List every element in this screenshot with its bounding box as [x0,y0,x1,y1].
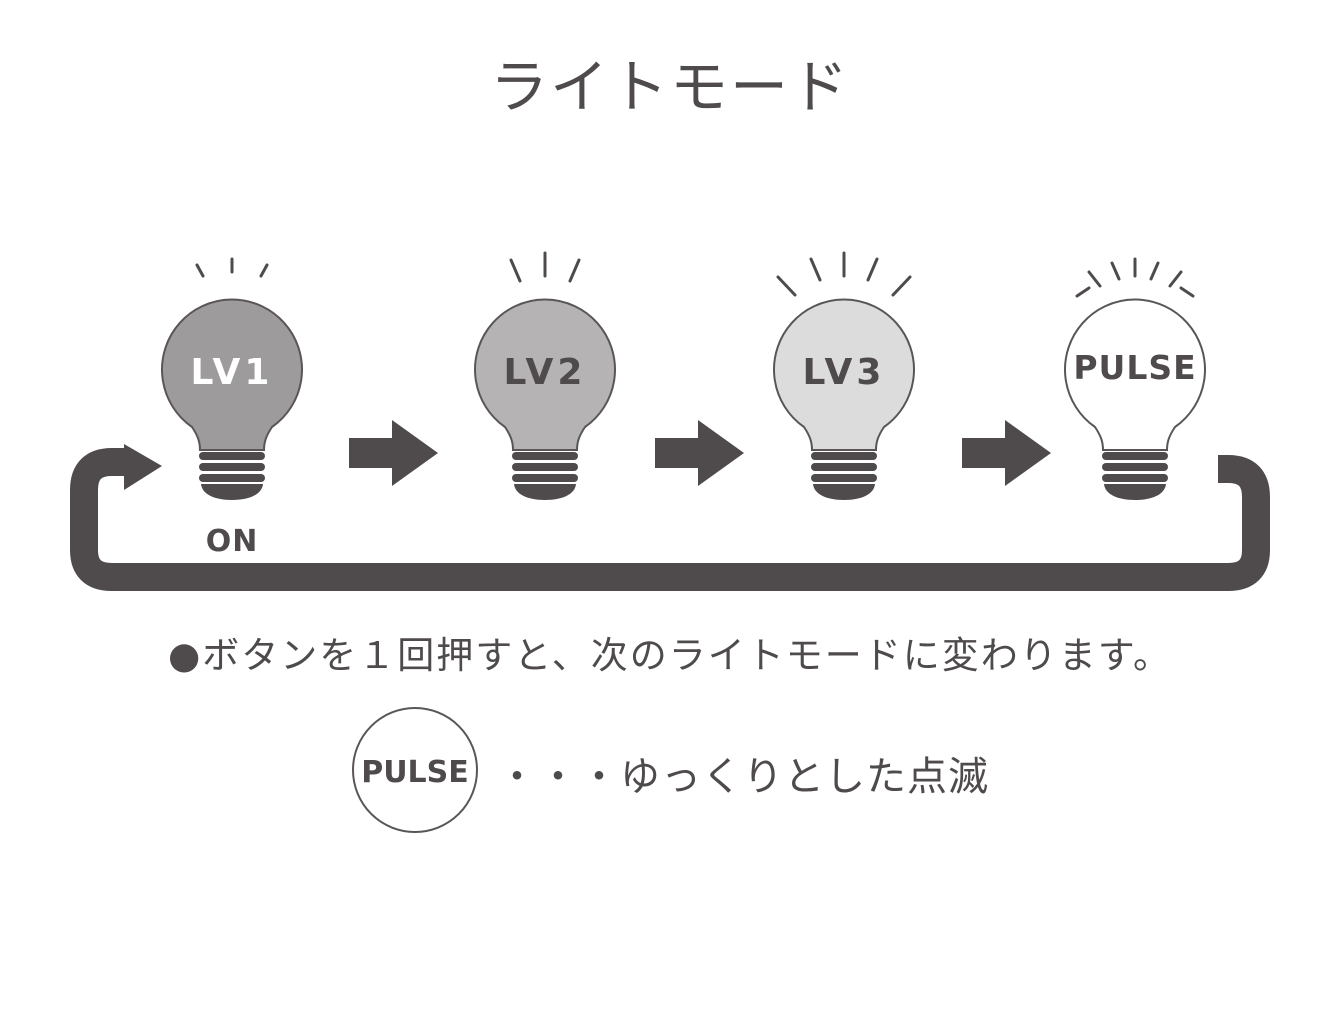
next-arrow-2 [655,420,744,486]
legend-badge-label: PULSE [361,755,469,790]
instruction-text: ●ボタンを１回押すと、次のライトモードに変わります。 [167,634,1173,677]
bulb-pulse: PULSE [1064,257,1206,500]
loop-back-path [70,448,1270,591]
bulb-lv2: LV2 [474,251,616,500]
bulb-label-pulse: PULSE [1073,348,1196,387]
bulb-base [811,452,877,500]
bulb-base [199,452,265,500]
next-arrow-1 [349,420,438,486]
next-arrow-3 [962,420,1051,486]
bulb-base [1102,452,1168,500]
bulb-label-lv3: LV3 [803,352,886,393]
on-label: ON [206,524,259,559]
loop-back-arrowhead [124,444,162,490]
bulb-label-lv1: LV1 [191,352,274,393]
legend-description: ・・・ゆっくりとした点滅 [497,754,989,800]
bulb-rays [1075,257,1195,298]
bulb-rays [509,251,581,283]
pulse-legend-badge: PULSE [352,707,478,833]
bulb-lv1: LV1 [161,257,303,500]
bulb-rays [776,251,912,297]
page-title: ライトモード [489,53,850,121]
bulb-label-lv2: LV2 [504,352,587,393]
bulb-base [512,452,578,500]
bulb-lv3: LV3 [773,251,915,500]
bulb-rays [195,257,269,278]
